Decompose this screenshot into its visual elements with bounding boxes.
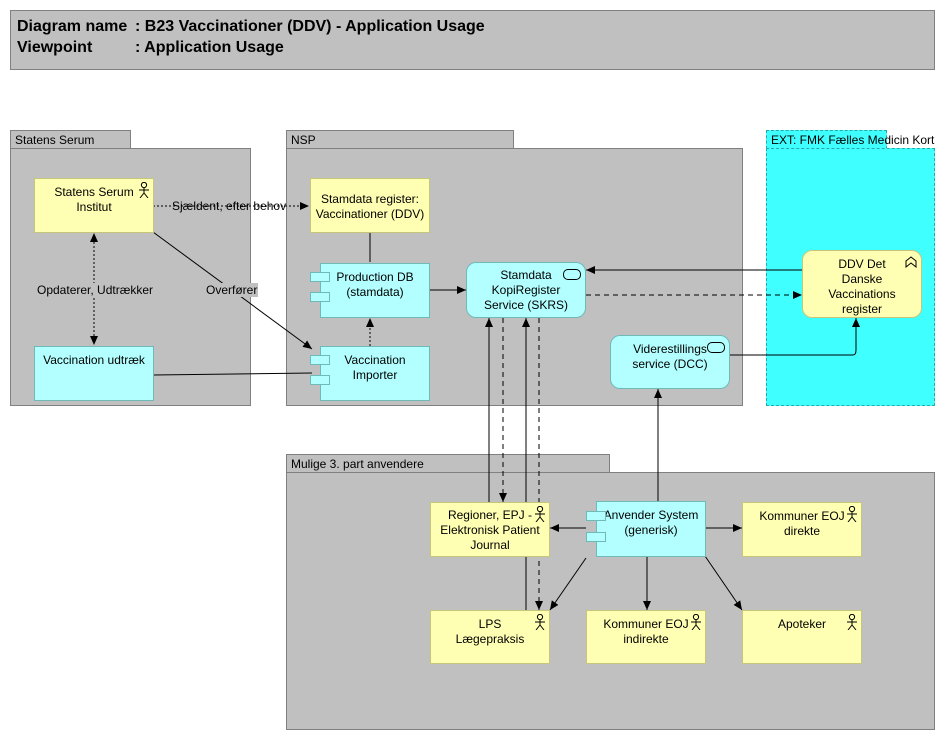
node-stamdata-register-label: Stamdata register: Vaccinationer (DDV)	[315, 192, 425, 221]
group-ext-tab: EXT: FMK Fælles Medicin Kort	[766, 130, 934, 149]
viewpoint-label: Viewpoint	[17, 39, 93, 56]
component-icon	[310, 272, 330, 282]
node-ddv-register-label: DDV Det Danske Vaccinations register	[828, 257, 896, 316]
diagram-name-line: Diagram name : B23 Vaccinationer (DDV) - …	[17, 18, 485, 36]
function-icon	[905, 256, 917, 268]
node-production-db[interactable]: Production DB (stamdata)	[320, 263, 430, 318]
actor-icon	[847, 506, 857, 522]
diagram-name-value: : B23 Vaccinationer (DDV) - Application …	[135, 18, 485, 35]
node-anvender-system-label: Anvender System (generisk)	[603, 508, 699, 537]
node-skrs-service[interactable]: Stamdata KopiRegister Service (SKRS)	[466, 262, 586, 318]
node-kommuner-eoj-direkte[interactable]: Kommuner EOJ direkte	[742, 502, 862, 557]
edge-dcc-ddv	[730, 318, 860, 356]
node-kommuner-eoj-indirekte[interactable]: Kommuner EOJ indirekte	[586, 610, 706, 664]
node-dcc-service[interactable]: Viderestillings service (DCC)	[610, 335, 730, 389]
edge-anvender-lps	[549, 557, 587, 611]
node-vaccination-importer[interactable]: Vaccination Importer	[320, 346, 430, 401]
group-nsp-label: NSP	[291, 133, 316, 147]
edge-label-overforer: Overfører	[205, 283, 259, 297]
node-ssi-actor-label: Statens Serum Institut	[54, 185, 134, 214]
node-dcc-service-label: Viderestillings service (DCC)	[632, 342, 708, 371]
node-stamdata-register[interactable]: Stamdata register: Vaccinationer (DDV)	[310, 178, 430, 233]
group-nsp-tab: NSP	[286, 130, 514, 149]
node-ddv-register[interactable]: DDV Det Danske Vaccinations register	[802, 250, 922, 318]
node-anvender-system[interactable]: Anvender System (generisk)	[596, 501, 706, 557]
node-vaccination-udtraek-label: Vaccination udtræk	[43, 353, 145, 367]
diagram-name-label: Diagram name	[17, 18, 128, 35]
group-third-tab: Mulige 3. part anvendere	[286, 454, 610, 473]
viewpoint-line: Viewpoint : Application Usage	[17, 39, 284, 57]
component-icon	[586, 511, 606, 521]
component-icon	[310, 292, 330, 302]
edge-anvender-apoteker	[704, 555, 743, 611]
node-kommuner-eoj-indirekte-label: Kommuner EOJ indirekte	[603, 617, 689, 646]
edge-label-sjaeldent: Sjældent, efter behov	[172, 199, 287, 213]
node-apoteker-label: Apoteker	[777, 617, 827, 631]
actor-icon	[535, 614, 545, 630]
actor-icon	[139, 182, 149, 198]
actor-icon	[535, 506, 545, 522]
component-icon	[586, 532, 606, 542]
node-kommuner-eoj-direkte-label: Kommuner EOJ direkte	[759, 509, 845, 538]
node-regioner-epj-label: Regioner, EPJ - Elektronisk Patient Jour…	[440, 508, 540, 552]
edge-udtraek-importer	[153, 372, 313, 376]
node-ssi-actor[interactable]: Statens Serum Institut	[34, 178, 154, 233]
component-icon	[310, 375, 330, 385]
node-vaccination-udtraek[interactable]: Vaccination udtræk	[34, 346, 154, 401]
group-third-label: Mulige 3. part anvendere	[291, 457, 424, 471]
node-vaccination-importer-label: Vaccination Importer	[344, 353, 406, 382]
edge-label-opdaterer: Opdaterer, Udtrækker	[36, 283, 155, 297]
node-production-db-label: Production DB (stamdata)	[336, 270, 414, 299]
node-lps[interactable]: LPS Lægepraksis	[430, 610, 550, 664]
actor-icon	[847, 614, 857, 630]
node-skrs-service-label: Stamdata KopiRegister Service (SKRS)	[483, 268, 569, 312]
node-regioner-epj[interactable]: Regioner, EPJ - Elektronisk Patient Jour…	[430, 502, 550, 557]
group-ext-label: EXT: FMK Fælles Medicin Kort	[771, 133, 935, 147]
actor-icon	[691, 614, 701, 630]
service-icon	[707, 342, 725, 353]
diagram-title-box: Diagram name : B23 Vaccinationer (DDV) - …	[10, 10, 935, 70]
component-icon	[310, 355, 330, 365]
viewpoint-value: : Application Usage	[135, 39, 284, 56]
node-apoteker[interactable]: Apoteker	[742, 610, 862, 664]
node-lps-label: LPS Lægepraksis	[455, 617, 525, 646]
service-icon	[563, 269, 581, 280]
